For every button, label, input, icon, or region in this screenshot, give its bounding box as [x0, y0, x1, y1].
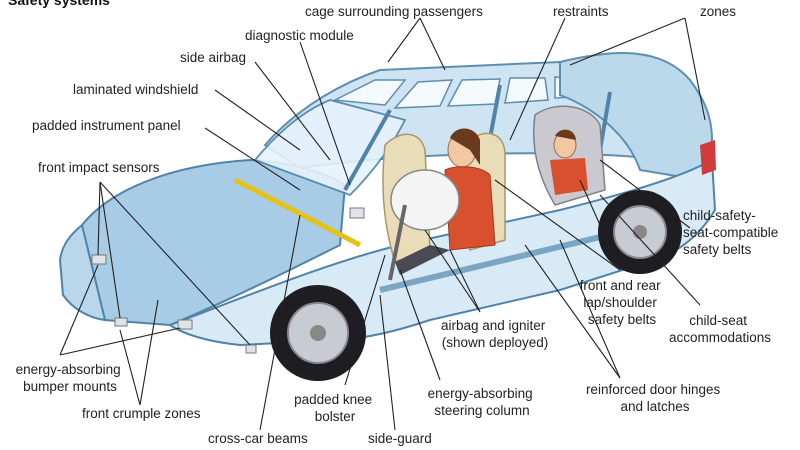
label-side-airbag: side airbag: [180, 50, 246, 65]
leader-airbag-2: [449, 249, 481, 313]
leader-cross-car: [259, 214, 301, 431]
label-steering: energy-absorbing steering column: [428, 386, 537, 418]
label-cage: cage surrounding passengers: [305, 4, 483, 19]
label-bumper-mounts-line2: bumper mounts: [23, 379, 117, 394]
label-knee-bolster-line1: padded knee: [294, 392, 372, 407]
car-illustration: [58, 52, 717, 381]
leader-steering: [399, 269, 441, 381]
label-diagnostic: diagnostic module: [245, 28, 354, 43]
leader-child-belts: [599, 159, 691, 229]
label-instrument-panel: padded instrument panel: [32, 118, 181, 133]
label-airbag-igniter: airbag and igniter (shown deployed): [441, 318, 549, 350]
leader-zones-2: [684, 17, 706, 121]
label-lap-belts-line1: front and rear: [580, 278, 662, 293]
leader-instrument-panel: [204, 127, 301, 191]
leader-impact-2: [99, 181, 121, 319]
leader-diagnostic: [299, 41, 351, 186]
driver-figure: [395, 128, 496, 275]
leader-cage: [387, 17, 421, 63]
cross-car-beam: [233, 177, 362, 248]
leader-crumple-2: [139, 299, 159, 406]
label-bumper-mounts-line1: energy-absorbing: [16, 362, 121, 377]
leader-restraints: [509, 17, 566, 141]
leader-side-guard: [379, 294, 396, 431]
label-steering-line1: energy-absorbing: [428, 386, 533, 401]
label-door-hinges: reinforced door hinges and latches: [586, 382, 724, 414]
leader-zones: [569, 17, 686, 66]
windshield: [253, 99, 407, 197]
label-child-belts: child-safety- seat-compatible safety bel…: [683, 208, 782, 257]
label-zones: zones: [700, 4, 736, 19]
rear-deck: [559, 52, 714, 182]
leader-hinges-1: [524, 244, 621, 379]
label-cross-car: cross-car beams: [208, 431, 308, 446]
rear-wheel: [598, 190, 682, 274]
labels: Safety systems cage surrounding passenge…: [8, 0, 782, 446]
label-restraints: restraints: [553, 4, 609, 19]
label-child-seat-line2: accommodations: [669, 330, 771, 345]
steering-column: [388, 204, 407, 281]
tail-light: [700, 140, 716, 175]
label-child-seat: child-seat accommodations: [669, 313, 771, 345]
label-crumple: front crumple zones: [82, 406, 201, 421]
label-door-hinges-line2: and latches: [620, 399, 689, 414]
leader-lap-belts-2: [579, 179, 621, 271]
label-side-guard: side-guard: [368, 431, 432, 446]
label-child-belts-line1: child-safety-: [683, 208, 756, 223]
label-knee-bolster: padded knee bolster: [294, 392, 376, 424]
leader-knee: [344, 254, 386, 386]
leader-lap-belts: [494, 179, 621, 271]
leader-bumper-1: [59, 264, 99, 356]
child-figure: [550, 129, 588, 195]
leader-child-seat: [599, 194, 701, 306]
leader-hinges-2: [559, 239, 621, 379]
label-lap-belts-line2: lap/shoulder: [583, 295, 657, 310]
sensor-blocks: [91, 207, 365, 354]
leader-side-airbag: [254, 61, 331, 161]
label-child-belts-line2: seat-compatible: [683, 225, 778, 240]
diagram-title: Safety systems: [8, 0, 110, 8]
leader-lines: [59, 17, 706, 431]
label-windshield: laminated windshield: [73, 82, 198, 97]
leader-bumper-2: [59, 327, 181, 356]
label-airbag-igniter-line1: airbag and igniter: [441, 318, 546, 333]
leader-cage-2: [419, 17, 446, 71]
label-child-seat-line1: child-seat: [689, 313, 747, 328]
label-child-belts-line3: safety belts: [683, 242, 752, 257]
leader-impact-1: [97, 181, 101, 256]
front-wheel: [270, 285, 366, 381]
label-knee-bolster-line2: bolster: [315, 409, 356, 424]
label-door-hinges-line1: reinforced door hinges: [586, 382, 721, 397]
label-lap-belts: front and rear lap/shoulder safety belts: [580, 278, 665, 327]
leader-airbag-1: [424, 229, 481, 313]
label-lap-belts-line3: safety belts: [588, 312, 657, 327]
leader-crumple-1: [119, 329, 141, 406]
label-airbag-igniter-line2: (shown deployed): [442, 335, 549, 350]
leader-impact-3: [99, 181, 251, 346]
label-steering-line2: steering column: [434, 403, 529, 418]
leader-windshield: [214, 89, 301, 151]
label-impact-sensors: front impact sensors: [38, 160, 160, 175]
label-bumper-mounts: energy-absorbing bumper mounts: [16, 362, 125, 394]
front-bumper: [58, 223, 107, 322]
